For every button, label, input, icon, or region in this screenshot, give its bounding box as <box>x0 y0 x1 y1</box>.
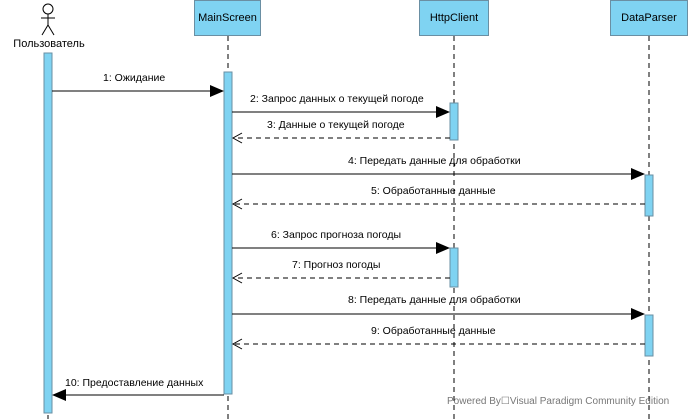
actor-icon <box>41 3 55 36</box>
watermark: Powered By☐Visual Paradigm Community Edi… <box>447 396 670 407</box>
arrowhead-2 <box>436 106 450 118</box>
arrowhead-8 <box>631 308 645 320</box>
message-label-4: 4: Передать данные для обработки <box>348 155 521 167</box>
participant-main: MainScreen <box>194 0 261 36</box>
activation-parser-2 <box>644 314 654 357</box>
participant-parser: DataParser <box>610 0 688 36</box>
message-label-10: 10: Предоставление данных <box>65 377 204 389</box>
message-label-8: 8: Передать данные для обработки <box>348 294 521 306</box>
arrowhead-6 <box>436 242 450 254</box>
message-label-9: 9: Обработанные данные <box>371 325 496 337</box>
arrowhead-7 <box>231 272 243 284</box>
message-label-1: 1: Ожидание <box>103 72 166 84</box>
message-label-2: 2: Запрос данных о текущей погоде <box>250 93 424 105</box>
arrowhead-5 <box>231 198 243 210</box>
activation-user <box>43 52 53 414</box>
arrowhead-4 <box>631 168 645 180</box>
message-label-5: 5: Обработанные данные <box>371 185 496 197</box>
activation-http-1 <box>449 102 459 141</box>
activation-http-2 <box>449 247 459 288</box>
participant-http: HttpClient <box>419 0 489 36</box>
message-label-3: 3: Данные о текущей погоде <box>267 119 405 131</box>
activation-parser-1 <box>644 174 654 217</box>
participant-user: Пользователь <box>13 38 85 50</box>
activation-main <box>223 71 233 395</box>
message-label-7: 7: Прогноз погоды <box>292 259 381 271</box>
arrowhead-3 <box>231 132 243 144</box>
arrowhead-9 <box>231 338 243 350</box>
arrowhead-1 <box>210 85 224 97</box>
message-label-6: 6: Запрос прогноза погоды <box>271 229 402 241</box>
arrowhead-10 <box>52 389 66 401</box>
